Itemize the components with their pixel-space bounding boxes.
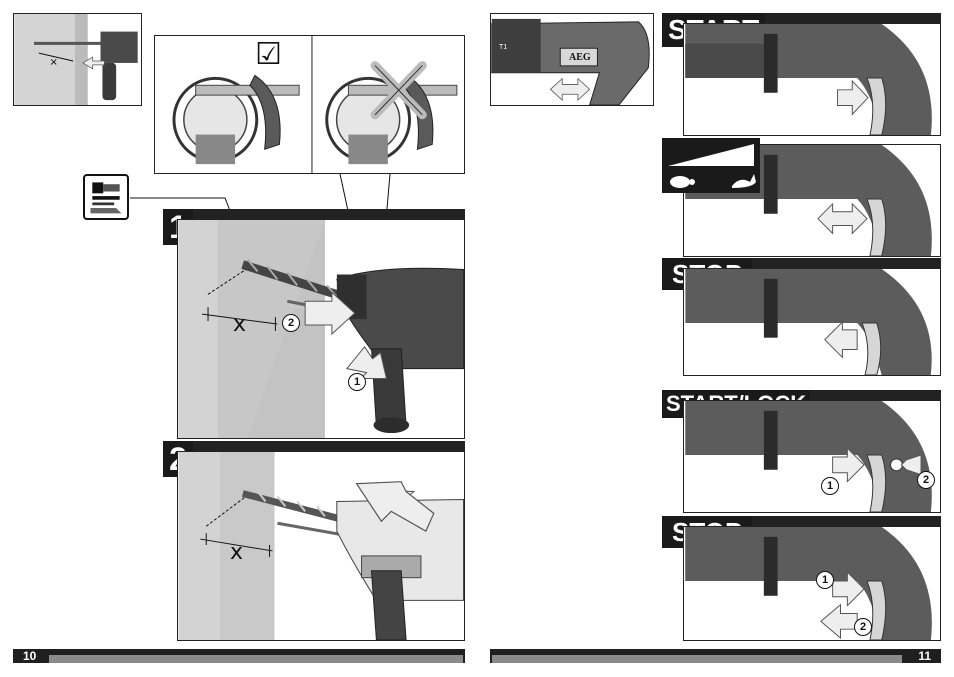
start-lock-marker-1: 1	[821, 477, 839, 495]
step1-illustration: x 2 1	[177, 219, 465, 439]
turtle-icon	[670, 176, 690, 188]
stop2-top-bar	[662, 516, 941, 526]
step2-illustration: x	[177, 451, 465, 641]
start-lock-illustration: 1 2	[683, 400, 941, 513]
drill-bit-symbol-icon	[83, 174, 129, 220]
right-footer-bar: 11	[490, 649, 941, 663]
clamp-check-illustration	[172, 36, 458, 173]
depth-x-mark: x	[233, 312, 247, 337]
start-illustration	[683, 23, 941, 136]
step1-marker-2: 2	[282, 314, 300, 332]
page-number-right: 11	[918, 649, 931, 663]
stop-illustration	[683, 268, 941, 376]
svg-text:×: ×	[50, 57, 58, 68]
stop2-illustration: 1 2	[683, 526, 941, 641]
step1-top-bar	[163, 209, 465, 219]
drill-overview-thumbnail: T1 AEG	[490, 13, 654, 106]
right-footer-grey	[492, 655, 902, 663]
page-number-left: 10	[23, 649, 37, 663]
hare-icon	[732, 174, 756, 188]
start-lock-marker-2: 2	[917, 471, 935, 489]
thumbnail-depth-rod: ×	[13, 13, 142, 106]
stop-top-bar	[662, 258, 941, 268]
stop2-marker-2: 2	[854, 618, 872, 636]
left-footer-grey	[49, 655, 463, 663]
depth-x-mark-2: x	[230, 540, 244, 565]
speed-gradient-badge	[662, 138, 760, 193]
check-mark-icon: ☑	[255, 37, 282, 72]
left-footer-bar: 10	[13, 649, 465, 663]
mode-label: T1	[499, 44, 508, 51]
thumbnail-illustration: ×	[14, 14, 138, 105]
clamp-check-panel: ☑	[154, 35, 465, 174]
stop2-marker-1: 1	[816, 571, 834, 589]
step2-top-bar	[163, 441, 465, 451]
start-top-bar	[662, 13, 941, 23]
step1-marker-1: 1	[348, 373, 366, 391]
brand-logo: AEG	[569, 52, 591, 63]
